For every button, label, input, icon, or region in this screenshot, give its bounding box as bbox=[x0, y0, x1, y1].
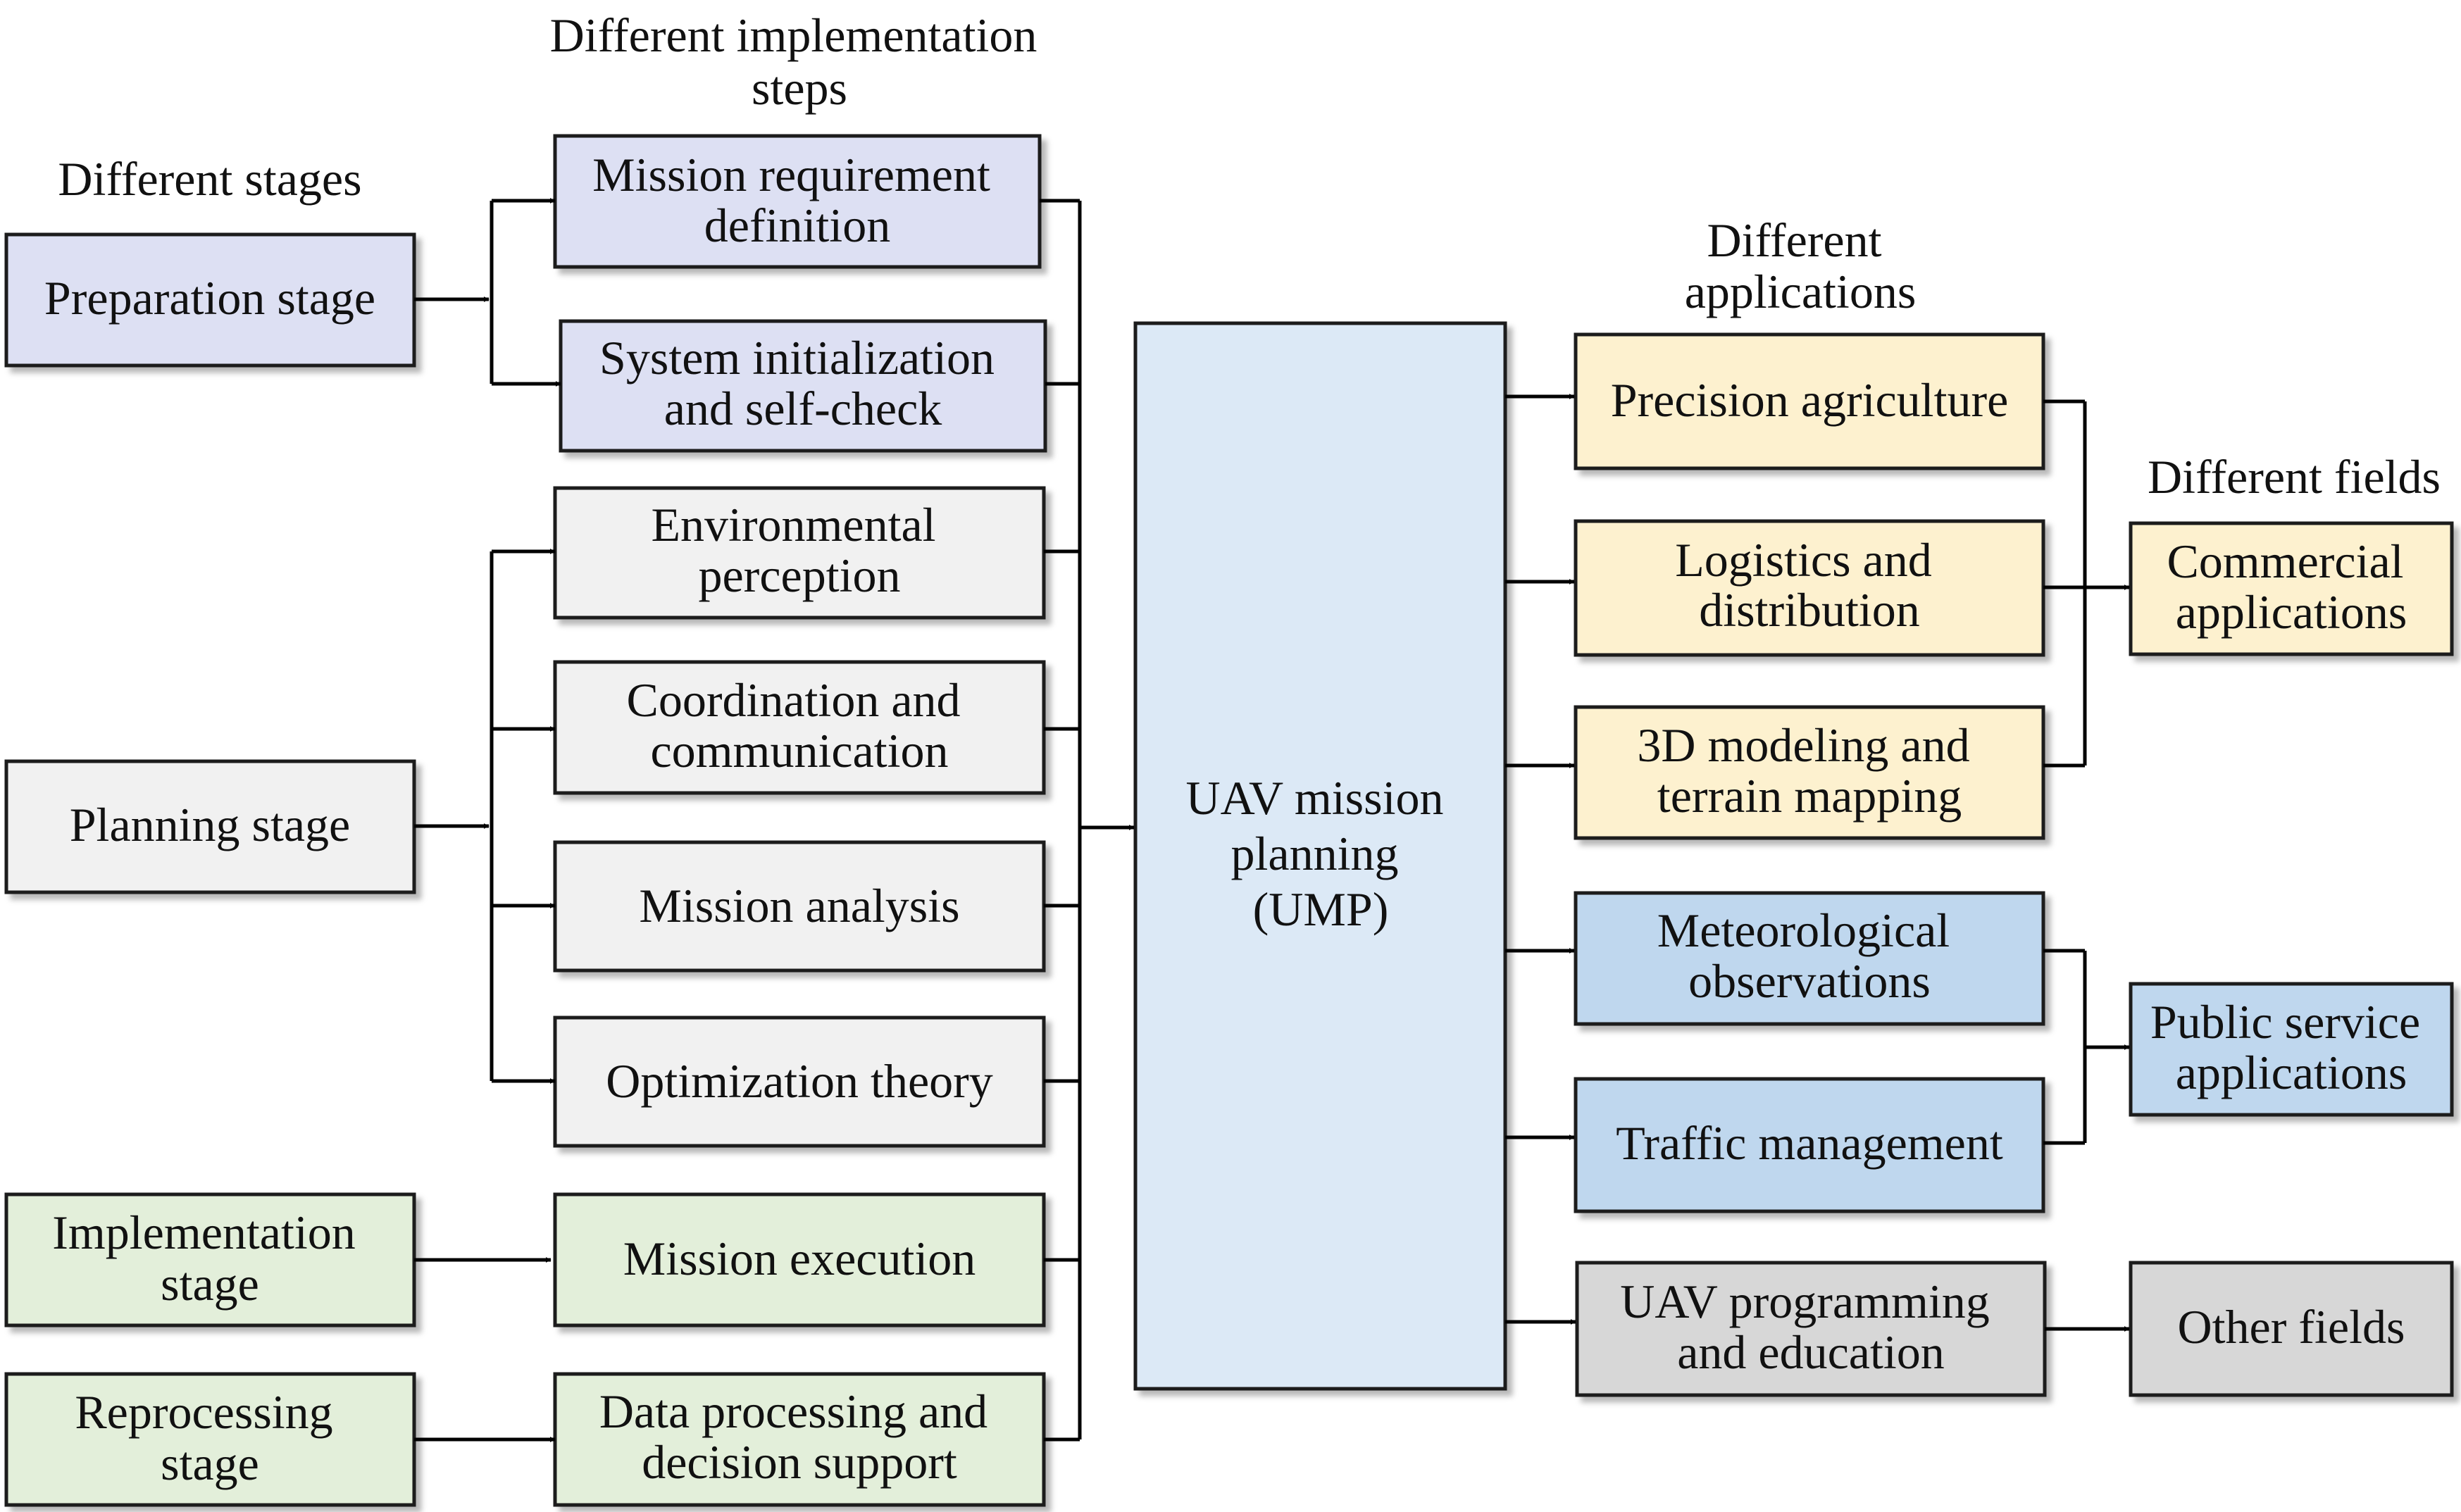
stage-reprocessing: Reprocessing stage bbox=[4, 1372, 416, 1507]
app-logistics-distribution: Logistics and distribution bbox=[1574, 519, 2045, 657]
stage-planning: Planning stage bbox=[4, 759, 416, 894]
step-mission-requirement-definition: Mission requirement definition bbox=[553, 134, 1042, 269]
center-uav-mission-planning: UAV mission planning (UMP) bbox=[1133, 321, 1507, 1391]
connectors-steps-to-center bbox=[1040, 199, 1135, 1442]
svg-text:Coordination and communi: Coordination and communication bbox=[626, 673, 972, 777]
svg-text:Planning stage: Planning stage bbox=[70, 798, 351, 851]
svg-text:Environmental perception: Environmental perception bbox=[651, 498, 947, 602]
app-uav-programming-education: UAV programming and education bbox=[1575, 1261, 2047, 1397]
svg-text:Logistics and distributi: Logistics and distribution bbox=[1675, 533, 1944, 637]
svg-text:Meteorological observati: Meteorological observations bbox=[1657, 904, 1962, 1008]
stage-preparation: Preparation stage bbox=[4, 232, 416, 368]
svg-text:Commercial applications: Commercial applications bbox=[2167, 535, 2415, 639]
app-precision-agriculture: Precision agriculture bbox=[1574, 332, 2045, 470]
svg-text:Implementation stage: Implementation stage bbox=[52, 1206, 368, 1311]
connectors-implementation bbox=[414, 1257, 556, 1442]
field-public-service-applications: Public service applications bbox=[2129, 982, 2454, 1117]
app-traffic-management: Traffic management bbox=[1574, 1077, 2045, 1213]
header-different-fields: Different fields bbox=[2148, 450, 2441, 504]
svg-text:Precision agriculture: Precision agriculture bbox=[1611, 373, 2009, 427]
connectors-commercial bbox=[2043, 399, 2130, 768]
step-coordination-communication: Coordination and communication bbox=[553, 660, 1046, 795]
connectors-preparation bbox=[414, 198, 561, 387]
svg-text:Other fields: Other fields bbox=[2178, 1300, 2405, 1354]
connectors-center-to-applications bbox=[1505, 394, 1576, 1325]
step-mission-analysis: Mission analysis bbox=[553, 840, 1046, 973]
svg-text:UAV mission planning: UAV mission planning (UMP) bbox=[1186, 771, 1456, 936]
svg-text:Mission execution: Mission execution bbox=[623, 1232, 976, 1285]
svg-text:Traffic management: Traffic management bbox=[1616, 1116, 2003, 1170]
step-mission-execution: Mission execution bbox=[553, 1192, 1046, 1327]
step-environmental-perception: Environmental perception bbox=[553, 486, 1046, 620]
header-implementation-steps: Different implementation steps bbox=[550, 8, 1049, 115]
svg-text:Preparation stage: Preparation stage bbox=[44, 271, 375, 325]
field-other-fields: Other fields bbox=[2129, 1261, 2454, 1397]
stage-implementation: Implementation stage bbox=[4, 1192, 416, 1327]
step-system-initialization: System initialization and self-check bbox=[559, 319, 1047, 453]
svg-text:System initialization an: System initialization and self-check bbox=[599, 331, 1007, 435]
header-different-applications: Different applications bbox=[1685, 213, 1917, 318]
svg-text:UAV programming and educ: UAV programming and education bbox=[1620, 1275, 2001, 1379]
field-commercial-applications: Commercial applications bbox=[2129, 521, 2454, 656]
svg-text:Mission requirement defi: Mission requirement definition bbox=[592, 148, 1002, 252]
connectors-planning bbox=[414, 549, 556, 1084]
connectors-public-service bbox=[2043, 949, 2130, 1145]
app-3d-modeling: 3D modeling and terrain mapping bbox=[1574, 705, 2045, 840]
svg-text:Reprocessing stage: Reprocessing stage bbox=[75, 1385, 344, 1490]
svg-text:3D modeling and terrain: 3D modeling and terrain mapping bbox=[1637, 718, 1981, 823]
svg-text:Optimization theory: Optimization theory bbox=[606, 1054, 993, 1108]
app-meteorological-observations: Meteorological observations bbox=[1574, 891, 2045, 1026]
svg-text:Public service applicati: Public service applications bbox=[2150, 995, 2432, 1099]
svg-text:Data processing and deci: Data processing and decision support bbox=[599, 1385, 999, 1489]
header-different-stages: Different stages bbox=[58, 152, 361, 206]
step-data-processing: Data processing and decision support bbox=[553, 1372, 1046, 1507]
svg-text:Mission analysis: Mission analysis bbox=[639, 879, 959, 932]
step-optimization-theory: Optimization theory bbox=[553, 1016, 1046, 1148]
